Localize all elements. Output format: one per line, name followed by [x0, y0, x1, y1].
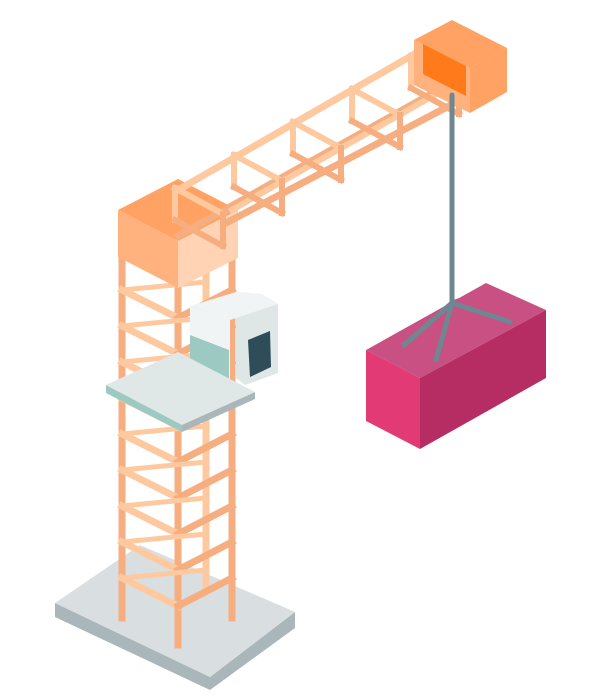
- load-side: [420, 310, 546, 449]
- mast-rung-front: [117, 285, 183, 323]
- jib: [170, 39, 475, 251]
- jib-frame: [347, 84, 405, 120]
- jib-end-top: [414, 20, 507, 68]
- mast-rung-front: [117, 537, 183, 575]
- mast-rung-back: [119, 495, 209, 509]
- mast-rung-front: [117, 501, 183, 539]
- load-top: [366, 283, 546, 378]
- platform-top: [106, 352, 255, 425]
- jib-rail-top: [173, 39, 437, 195]
- mast-rung-back: [119, 279, 209, 293]
- mast-rung-front: [117, 465, 183, 503]
- jib-frame: [170, 215, 228, 251]
- jib-end-dark: [423, 44, 466, 96]
- jib-frame: [288, 149, 346, 185]
- jib-frame: [170, 183, 228, 219]
- cargo-container-icon: [366, 283, 546, 449]
- mast-rung-side: [173, 501, 237, 539]
- sling-overlay: [401, 300, 513, 363]
- load-front: [366, 350, 420, 449]
- mast-rung-front: [117, 321, 183, 359]
- mast-head-front: [118, 210, 178, 288]
- mast-rung-front: [117, 429, 183, 467]
- jib-end-side: [470, 48, 507, 113]
- mast-rung-side: [173, 537, 237, 575]
- jib-frame: [288, 117, 346, 153]
- platform-side: [182, 392, 255, 432]
- cabin-top: [190, 292, 278, 320]
- mast-rung-side: [173, 573, 237, 611]
- jib-frame: [229, 182, 287, 218]
- mast-rung-side: [173, 465, 237, 503]
- base-slab-side: [55, 603, 295, 690]
- platform-front: [106, 385, 182, 432]
- cabin-window: [248, 331, 271, 377]
- walkway-platform: [106, 352, 255, 432]
- jib-end-block: [414, 20, 507, 113]
- mast-rung-back: [119, 459, 209, 473]
- jib-rail-upper: [223, 90, 475, 227]
- jib-frame: [347, 116, 405, 152]
- mast-rung-back: [119, 531, 209, 545]
- mast-rung-back: [119, 423, 209, 437]
- mast-rung-front: [117, 573, 183, 611]
- jib-frame: [229, 150, 287, 186]
- mast-rung-side: [173, 429, 237, 467]
- mast-rung-back: [119, 567, 209, 581]
